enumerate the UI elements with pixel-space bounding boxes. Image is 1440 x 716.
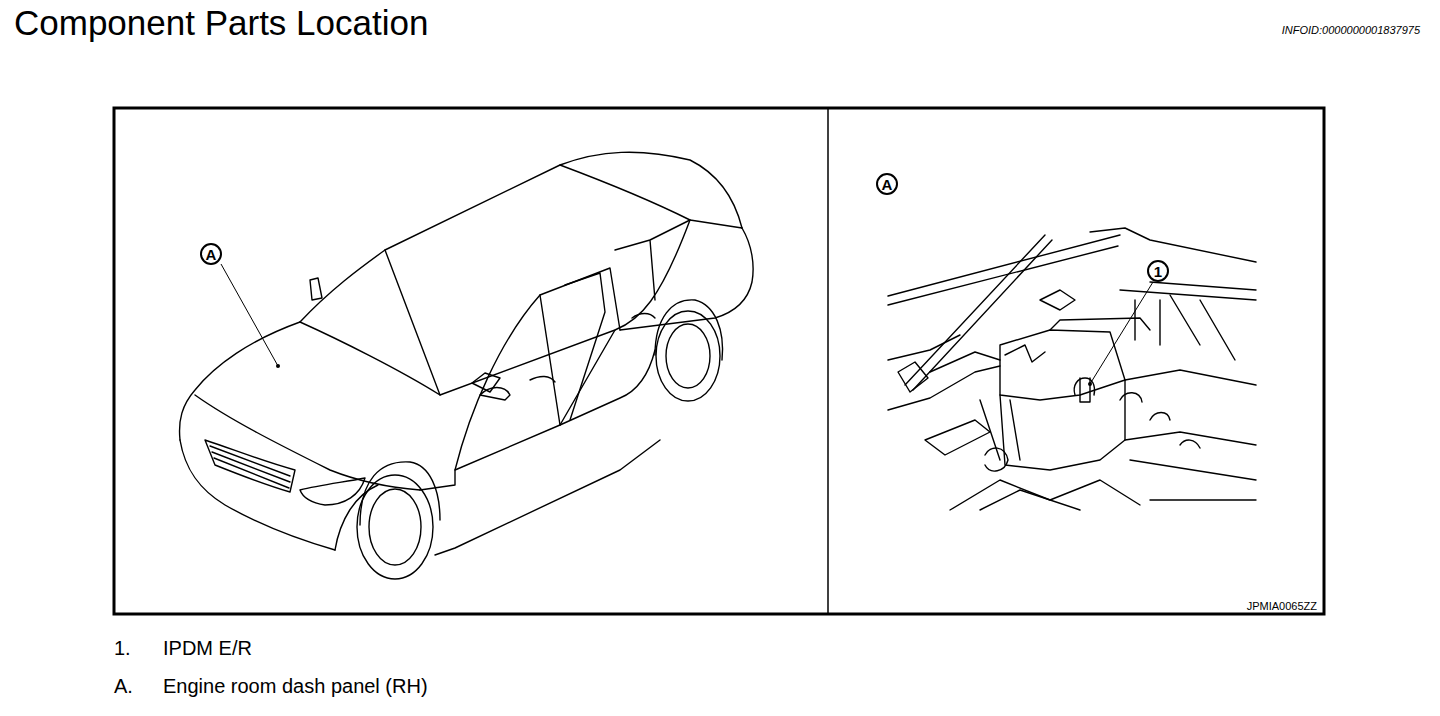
leader-line [1090,282,1153,384]
callout-letter: A. [114,674,133,698]
callout-label: 1 [1154,264,1162,279]
callout-number: 1. [114,636,131,660]
callout-circle: A [200,243,222,265]
info-id: INFOID:0000000001837975 [1282,23,1420,38]
part-name: Engine room dash panel (RH) [163,674,428,698]
part-name: IPDM E/R [163,636,252,660]
engine-room-drawing [888,228,1256,510]
page-title: Component Parts Location [14,2,428,44]
car-drawing [180,152,754,579]
leader-dot [276,364,280,368]
figure-code: JPMIA0065ZZ [1247,599,1317,614]
callout-label: A [206,247,217,262]
leader-line [221,264,278,366]
leader-dot [1088,382,1092,386]
divider [827,108,829,614]
callout-circle: A [876,173,898,195]
callout-label: A [882,177,893,192]
frame [114,108,1324,614]
callout-circle: 1 [1147,260,1169,282]
